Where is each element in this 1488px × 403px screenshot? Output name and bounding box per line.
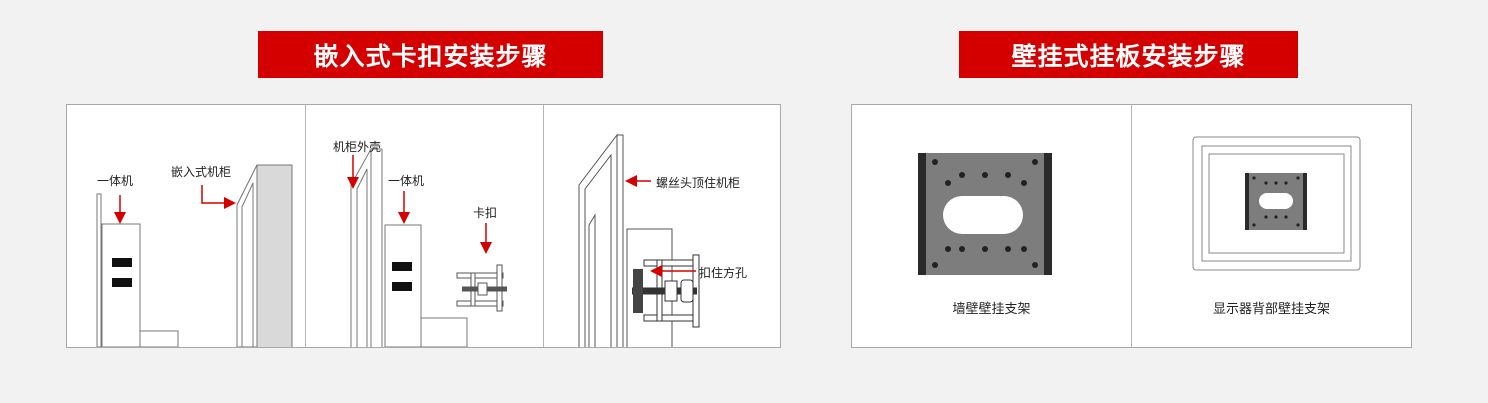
step3-label-hole: 扣住方孔 — [699, 266, 748, 280]
step2-cabinet-shell — [350, 147, 383, 347]
step2-label-clip: 卡扣 — [473, 206, 498, 220]
step2-clip — [456, 264, 507, 312]
step2-allinone-device — [384, 224, 468, 347]
step3-label-screw: 螺丝头顶住机柜 — [656, 176, 741, 190]
step1-label-allinone: 一体机 — [97, 174, 134, 188]
wall-bracket-caption: 墙壁壁挂支架 — [952, 302, 1031, 317]
step1-allinone-device — [96, 193, 179, 347]
step1-label-cabinet: 嵌入式机柜 — [171, 165, 232, 179]
wallmount-steps-panel: 墙壁壁挂支架 显示器背部壁挂支架 — [851, 104, 1412, 348]
step2-label-shell: 机柜外壳 — [333, 140, 382, 154]
step1-cabinet — [236, 164, 293, 347]
wall-bracket-image — [918, 153, 1052, 275]
step-divider — [305, 105, 306, 347]
step-divider — [1131, 105, 1132, 347]
section-title-wallmount: 壁挂式挂板安装步骤 — [959, 31, 1298, 78]
step3-cabinet-wall — [578, 133, 673, 347]
embedded-steps-panel: 一体机 嵌入式机柜 机柜外壳 一体机 卡扣 螺丝头顶住机柜 扣住方孔 — [66, 104, 781, 348]
monitor-bracket-caption: 显示器背部壁挂支架 — [1212, 302, 1330, 317]
installation-diagram — [96, 133, 700, 347]
section-title-embedded: 嵌入式卡扣安装步骤 — [258, 31, 603, 78]
step-divider — [543, 105, 544, 347]
step3-clip — [632, 254, 700, 328]
step2-label-allinone: 一体机 — [388, 174, 425, 188]
bracket-diagram — [918, 136, 1361, 275]
monitor-bracket-image — [1192, 136, 1361, 271]
